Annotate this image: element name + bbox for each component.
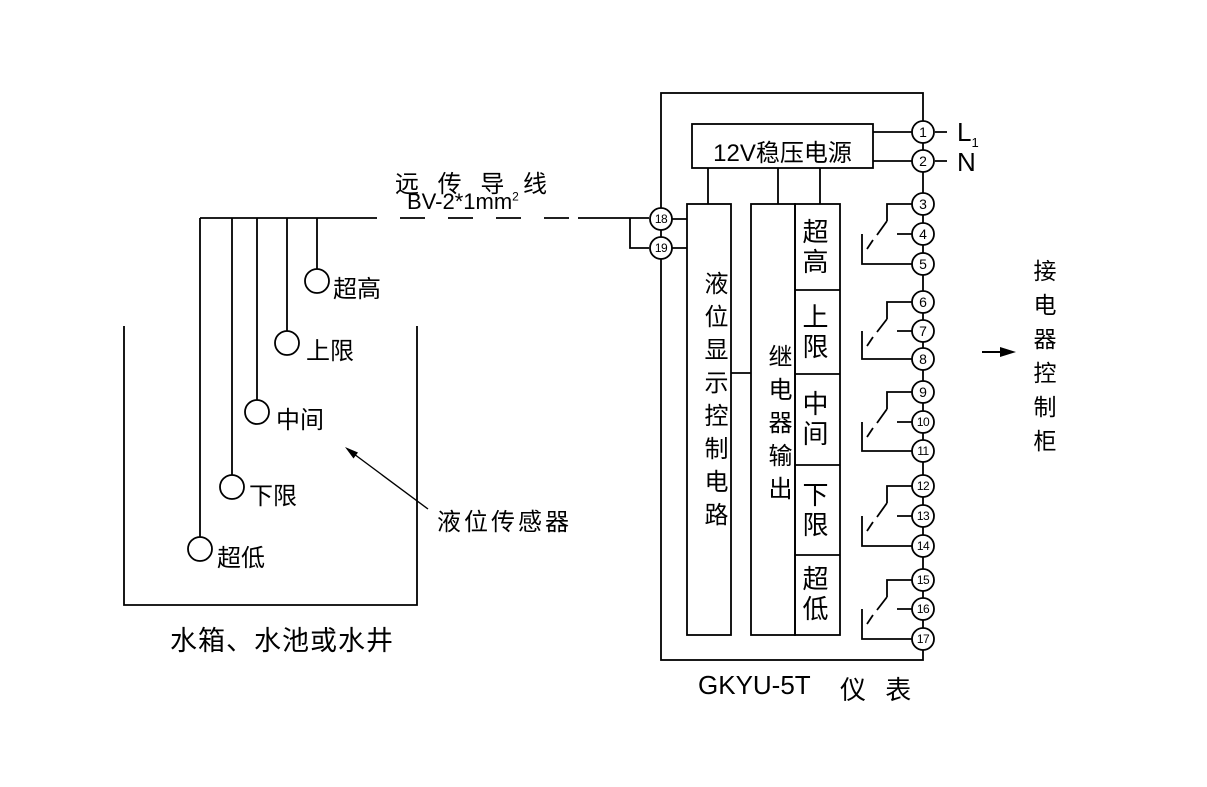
terminal-label-3: 3: [919, 196, 927, 212]
terminal-circle-1: [911, 120, 935, 144]
terminal-label-15: 15: [916, 573, 930, 587]
terminal-label-19: 19: [654, 241, 668, 255]
level-cell-ultra-low: 超低: [802, 564, 833, 624]
relay-output-label: 继电器输出: [764, 344, 791, 509]
sensor-label-middle: 中间: [276, 407, 324, 434]
terminal-circle-12: [911, 474, 935, 498]
relay-contact-group-4: [861, 485, 912, 547]
terminal-label-12: 12: [916, 479, 930, 493]
terminal-circle-11: [911, 439, 935, 463]
terminal-label-13: 13: [916, 509, 930, 523]
terminal-circle-5: [911, 252, 935, 276]
level-cell-ultra-high: 超高: [802, 217, 833, 277]
terminal-circle-9: [911, 380, 935, 404]
sensor-pointer-arrow: [345, 447, 429, 510]
terminal-label-5: 5: [919, 256, 927, 272]
terminal-circle-4: [911, 222, 935, 246]
terminal-label-10: 10: [916, 415, 930, 429]
sensor-label-ultra-low: 超低: [217, 545, 265, 572]
terminal-circle-6: [911, 290, 935, 314]
terminal-label-16: 16: [916, 602, 930, 616]
terminal-label-9: 9: [919, 384, 927, 400]
sensor-label-upper-limit: 上限: [306, 338, 354, 365]
terminal-label-11: 11: [917, 444, 929, 458]
tank-caption: 水箱、水池或水井: [170, 626, 394, 656]
relay-contact-group-1: [861, 203, 912, 265]
terminal-label-1: 1: [919, 124, 927, 140]
terminal-label-4: 4: [919, 226, 927, 242]
wire-spec-superscript: 2: [512, 189, 519, 204]
sensor-float-lower-limit: [219, 474, 245, 500]
terminal-circle-17: [911, 627, 935, 651]
inner-box-connectors: [672, 218, 751, 374]
instrument-outer-box: [660, 92, 924, 661]
sensor-float-ultra-high: [304, 268, 330, 294]
wire-spec-text: BV-2*1mm: [407, 189, 513, 214]
terminal-label-8: 8: [919, 351, 927, 367]
terminal-label-14: 14: [916, 539, 930, 553]
terminal-label-7: 7: [919, 323, 927, 339]
relay-contact-group-3: [861, 391, 912, 452]
level-cell-middle: 中间: [802, 389, 833, 449]
terminal-circle-13: [911, 504, 935, 528]
power-supply-box: [691, 123, 874, 169]
level-column-dividers: [795, 289, 840, 556]
l1-subscript: 1: [971, 135, 979, 151]
remote-wire-name: 远 传 导 线: [395, 171, 554, 198]
relay-contact-group-2: [861, 301, 912, 360]
sensor-float-upper-limit: [274, 330, 300, 356]
sensor-label-lower-limit: 下限: [249, 483, 297, 510]
terminal-circle-15: [911, 568, 935, 592]
sensor-float-middle: [244, 399, 270, 425]
remote-wire-feed: [578, 217, 649, 249]
cabinet-label: 接电器控制柜: [1030, 259, 1056, 463]
remote-wire-spec: BV-2*1mm2: [407, 189, 519, 215]
sensor-pointer-label: 液位传感器: [437, 509, 572, 536]
relay-contact-group-5: [861, 579, 912, 640]
terminal-circle-19: [649, 236, 673, 260]
terminal-label-2: 2: [919, 153, 927, 169]
tank-outline: [123, 326, 418, 606]
level-cell-lower-limit: 下限: [802, 480, 833, 540]
power-wires: [707, 131, 947, 204]
instrument-caption-model: GKYU-5T: [698, 670, 811, 700]
terminal-circle-18: [649, 207, 673, 231]
terminal-circle-7: [911, 319, 935, 343]
terminal-label-6: 6: [919, 294, 927, 310]
terminal-circle-2: [911, 149, 935, 173]
cabinet-arrow-icon: [982, 347, 1016, 357]
level-cell-upper-limit: 上限: [802, 302, 833, 362]
terminal-label-18: 18: [654, 212, 668, 226]
power-supply-label: 12V稳压电源: [713, 140, 852, 167]
terminal-circle-14: [911, 534, 935, 558]
display-circuit-label: 液位显示控制电路: [700, 271, 727, 535]
level-column-box: [794, 203, 841, 636]
display-circuit-box: [686, 203, 732, 636]
terminal-circle-3: [911, 192, 935, 216]
terminal-circle-16: [911, 597, 935, 621]
l1-label: L1: [957, 117, 979, 150]
l1-letter: L: [957, 117, 972, 147]
sensor-float-ultra-low: [187, 536, 213, 562]
instrument-caption-name: 仪 表: [840, 675, 918, 705]
n-label: N: [957, 147, 976, 177]
terminal-label-17: 17: [916, 632, 930, 646]
terminal-circle-10: [911, 410, 935, 434]
sensor-label-ultra-high: 超高: [333, 276, 381, 303]
terminal-circle-8: [911, 347, 935, 371]
sensor-wires: [199, 218, 318, 537]
